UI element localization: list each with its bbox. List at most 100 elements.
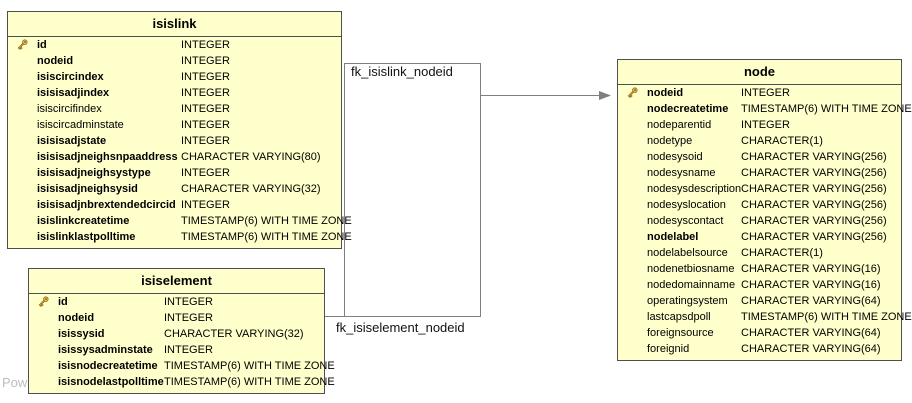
column-name: nodedomainname: [647, 279, 736, 291]
key-cell-empty: [36, 327, 50, 341]
column-type: INTEGER: [181, 87, 230, 99]
key-cell-empty: [625, 294, 639, 308]
column-type: CHARACTER VARYING(64): [741, 327, 881, 339]
key-cell-empty: [625, 198, 639, 212]
column-type: CHARACTER VARYING(64): [741, 295, 881, 307]
column-row-nodeid: nodeid INTEGER: [618, 85, 901, 101]
column-row-nodeid: nodeid INTEGER: [29, 310, 324, 326]
column-name: isissysid: [58, 328, 105, 340]
column-type: CHARACTER VARYING(256): [741, 151, 887, 163]
column-name: nodelabel: [647, 231, 699, 243]
key-cell-empty: [625, 214, 639, 228]
column-name: isisisadjnbrextendedcircid: [37, 199, 176, 211]
column-name: isislinklastpolltime: [37, 231, 136, 243]
key-cell-empty: [625, 150, 639, 164]
key-cell-empty: [625, 262, 639, 276]
column-name: nodeid: [58, 312, 95, 324]
key-cell-empty: [625, 182, 639, 196]
column-type: INTEGER: [741, 87, 790, 99]
column-name: nodecreatetime: [647, 103, 729, 115]
key-icon: [625, 86, 639, 100]
column-name: operatingsystem: [647, 295, 728, 307]
column-type: TIMESTAMP(6) WITH TIME ZONE: [164, 376, 335, 388]
column-row-isisisadjstate: isisisadjstate INTEGER: [8, 133, 341, 149]
column-name: isiscircifindex: [37, 103, 102, 115]
key-cell-empty: [15, 150, 29, 164]
column-name: isiscircindex: [37, 71, 104, 83]
column-type: INTEGER: [181, 167, 230, 179]
column-type: INTEGER: [181, 39, 230, 51]
column-type: INTEGER: [164, 312, 213, 324]
table-title-node: node: [618, 60, 901, 85]
column-name: id: [37, 39, 47, 51]
key-icon: [36, 295, 50, 309]
column-row-isisisadjneighsysid: isisisadjneighsysid CHARACTER VARYING(32): [8, 181, 341, 197]
column-name: nodesysdescription: [647, 183, 742, 195]
key-cell-empty: [625, 326, 639, 340]
column-row-id: id INTEGER: [8, 37, 341, 53]
key-cell-empty: [625, 310, 639, 324]
column-type: CHARACTER(1): [741, 135, 823, 147]
watermark-text: Pow: [2, 375, 28, 390]
key-cell-empty: [625, 118, 639, 132]
column-name: lastcapsdpoll: [647, 311, 711, 323]
table-title-isiselement: isiselement: [29, 269, 324, 294]
column-name: isisisadjstate: [37, 135, 107, 147]
column-name: isisnodecreatetime: [58, 360, 158, 372]
column-name: nodesysname: [647, 167, 716, 179]
column-row-isisisadjnbrextendedcircid: isisisadjnbrextendedcircid INTEGER: [8, 197, 341, 213]
table-title-isislink: isislink: [8, 12, 341, 37]
column-row-nodesyscontact: nodesyscontact CHARACTER VARYING(256): [618, 213, 901, 229]
column-type: TIMESTAMP(6) WITH TIME ZONE: [181, 215, 352, 227]
key-cell-empty: [15, 230, 29, 244]
column-type: TIMESTAMP(6) WITH TIME ZONE: [741, 311, 912, 323]
column-name: nodeid: [647, 87, 684, 99]
column-row-nodetype: nodetype CHARACTER(1): [618, 133, 901, 149]
column-name: nodesyscontact: [647, 215, 724, 227]
column-type: CHARACTER VARYING(32): [164, 328, 304, 340]
column-name: isisnodelastpolltime: [58, 376, 164, 388]
key-cell-empty: [15, 182, 29, 196]
column-type: INTEGER: [181, 199, 230, 211]
column-name: nodeparentid: [647, 119, 712, 131]
column-type: INTEGER: [181, 119, 230, 131]
key-cell-empty: [625, 102, 639, 116]
column-type: CHARACTER VARYING(32): [181, 183, 321, 195]
column-type: INTEGER: [181, 103, 230, 115]
column-name: nodetype: [647, 135, 693, 147]
key-cell-empty: [15, 70, 29, 84]
relation-label-fk-isislink-nodeid: fk_isislink_nodeid: [351, 64, 453, 79]
column-row-lastcapsdpoll: lastcapsdpoll TIMESTAMP(6) WITH TIME ZONE: [618, 309, 912, 325]
key-cell-empty: [625, 278, 639, 292]
column-name: isisisadjneighsysid: [37, 183, 138, 195]
column-row-isisnodecreatetime: isisnodecreatetime TIMESTAMP(6) WITH TIME…: [29, 358, 335, 374]
key-cell-empty: [15, 166, 29, 180]
column-type: INTEGER: [181, 135, 230, 147]
key-cell-empty: [15, 214, 29, 228]
column-name: nodelabelsource: [647, 247, 728, 259]
column-type: TIMESTAMP(6) WITH TIME ZONE: [164, 360, 335, 372]
column-type: CHARACTER VARYING(256): [741, 215, 887, 227]
column-type: CHARACTER VARYING(256): [741, 183, 887, 195]
column-type: CHARACTER VARYING(16): [741, 263, 881, 275]
key-cell-empty: [15, 118, 29, 132]
